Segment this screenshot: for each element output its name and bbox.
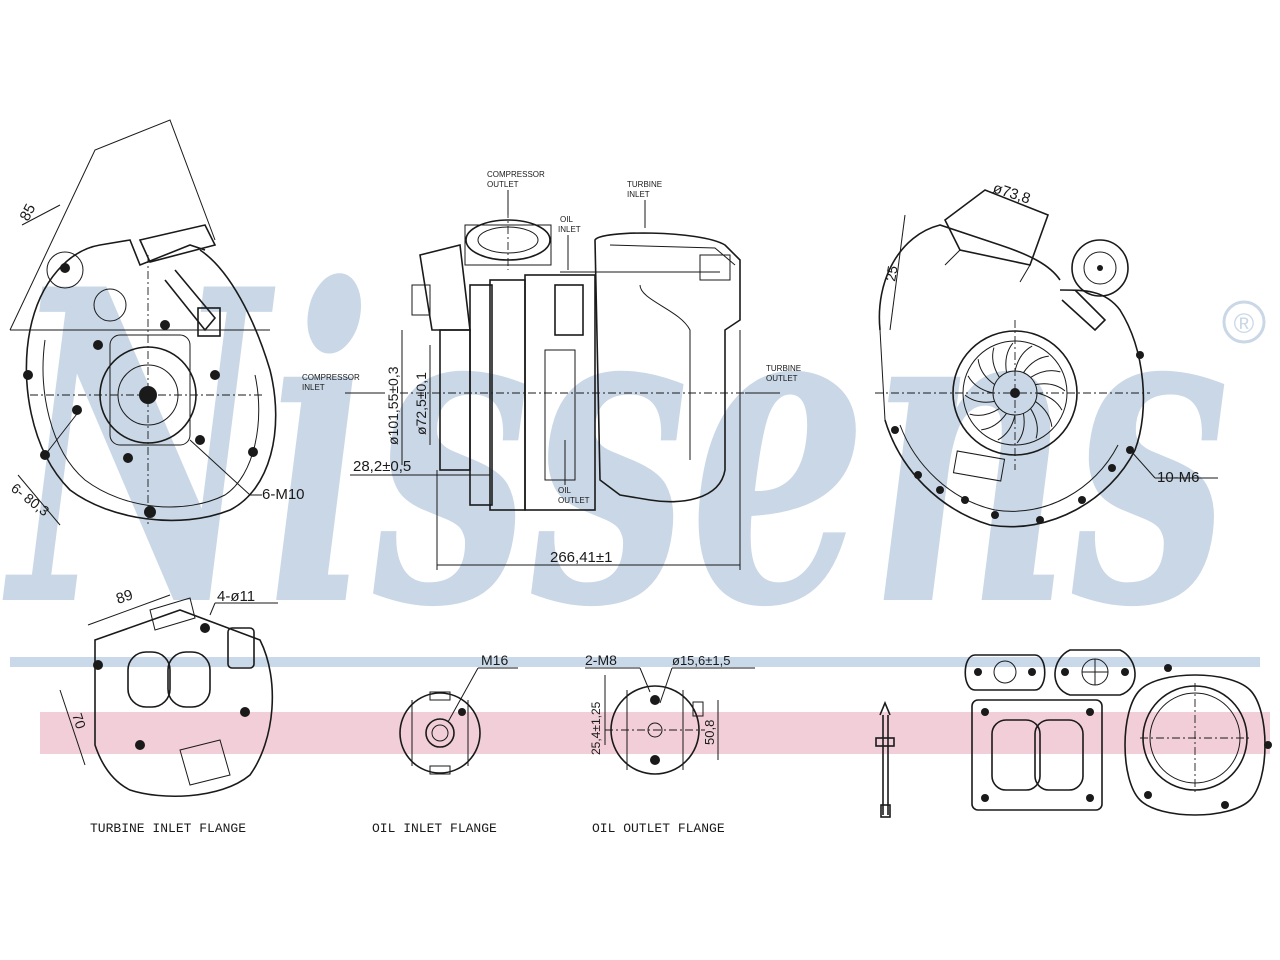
compressor-blade: [1030, 370, 1061, 378]
svg-text:OIL: OIL: [558, 486, 571, 495]
svg-text:TURBINE: TURBINE: [627, 180, 662, 189]
inlet-flange-height-label: 70: [69, 711, 89, 731]
watermark-logo: Nissens: [1, 197, 1230, 702]
gasket-kit: [875, 649, 1272, 818]
oil-inlet-callout: OIL INLET: [558, 215, 581, 270]
compressor-blade: [1023, 355, 1049, 373]
turbine-housing-view: 85 6-M10 6- 80,3: [8, 119, 305, 526]
oil-outlet-dia-label: ø15,6±1,5: [672, 653, 730, 668]
svg-text:OIL: OIL: [560, 215, 573, 224]
bolt-icon: [875, 700, 895, 818]
turbine-outlet-height-label: 25: [882, 264, 900, 282]
caption-oil-inlet-flange: OIL INLET FLANGE: [372, 821, 497, 836]
svg-text:INLET: INLET: [627, 190, 650, 199]
compressor-blade: [1016, 413, 1025, 444]
compressor-bore-inner-label: ø72,5±0,1: [413, 372, 429, 435]
stripe-pink: [40, 712, 1270, 754]
angle-85-label: 85: [17, 201, 40, 224]
svg-text:COMPRESSOR: COMPRESSOR: [487, 170, 545, 179]
left-bolts-label: 6-M10: [262, 486, 305, 503]
turbine-inlet-callout: TURBINE INLET: [627, 180, 662, 228]
oil-outlet-height-label: 25,4±1,25: [589, 701, 603, 755]
svg-text:OUTLET: OUTLET: [558, 496, 590, 505]
registered-icon: ®: [1222, 300, 1266, 344]
compressor-inlet-callout: COMPRESSOR INLET: [302, 373, 385, 394]
svg-text:OUTLET: OUTLET: [487, 180, 519, 189]
oil-outlet-callout: OIL OUTLET: [558, 440, 590, 505]
turbine-outlet-callout: TURBINE OUTLET: [745, 364, 801, 394]
oil-inlet-flange: M16 OIL INLET FLANGE: [372, 652, 518, 836]
compressor-blade: [967, 375, 994, 394]
oil-inlet-thread-label: M16: [481, 652, 508, 668]
inlet-flange-holes-label: 4-ø11: [217, 588, 255, 605]
svg-text:®: ®: [1234, 308, 1255, 339]
cartridge-side-view: 266,41±1 28,2±0,5 ø101,55±0,3 ø72,5±0,1 …: [302, 170, 801, 570]
oil-outlet-flange: 25,4±1,25 50,8 2-M8 ø15,6±1,5 OIL OUTLET…: [585, 652, 755, 836]
caption-oil-outlet-flange: OIL OUTLET FLANGE: [592, 821, 725, 836]
turbine-inlet-flange: 89 4-ø11 70 TURBINE INLET FLANGE: [59, 586, 278, 836]
brand-watermark: Nissens ®: [1, 197, 1270, 754]
flange-offset-label: 28,2±0,5: [353, 458, 411, 475]
compressor-blade: [1030, 408, 1038, 439]
compressor-blade: [992, 347, 1000, 378]
bolt-icon: [891, 351, 1144, 524]
compressor-blade: [997, 414, 1016, 441]
compressor-outlet-callout: COMPRESSOR OUTLET: [487, 170, 545, 215]
svg-text:INLET: INLET: [558, 225, 581, 234]
right-bolts-label: 10-M6: [1157, 469, 1200, 486]
oil-outlet-bolts-label: 2-M8: [585, 652, 617, 668]
oil-outlet-spacing-label: 50,8: [702, 720, 717, 745]
compressor-face-view: ø73,8 25 10-M6: [875, 180, 1218, 528]
compressor-bore-label: ø101,55±0,3: [385, 366, 401, 445]
compressor-blade: [981, 413, 1007, 431]
compressor-blades: [964, 342, 1066, 444]
compressor-blade: [1035, 401, 1053, 427]
svg-text:INLET: INLET: [302, 383, 325, 392]
inlet-flange-width-label: 89: [114, 586, 135, 607]
compressor-blade: [1036, 392, 1063, 411]
svg-text:TURBINE: TURBINE: [766, 364, 801, 373]
caption-turbine-inlet-flange: TURBINE INLET FLANGE: [90, 821, 246, 836]
compressor-blade: [1014, 345, 1033, 372]
svg-text:COMPRESSOR: COMPRESSOR: [302, 373, 360, 382]
compressor-blade: [1035, 383, 1066, 392]
compressor-blade: [977, 359, 995, 385]
svg-text:OUTLET: OUTLET: [766, 374, 798, 383]
stripe-blue: [10, 657, 1260, 667]
compressor-blade: [1005, 342, 1014, 373]
compressor-blade: [969, 408, 1000, 416]
compressor-blade: [964, 394, 995, 403]
overall-length-label: 266,41±1: [550, 549, 612, 566]
